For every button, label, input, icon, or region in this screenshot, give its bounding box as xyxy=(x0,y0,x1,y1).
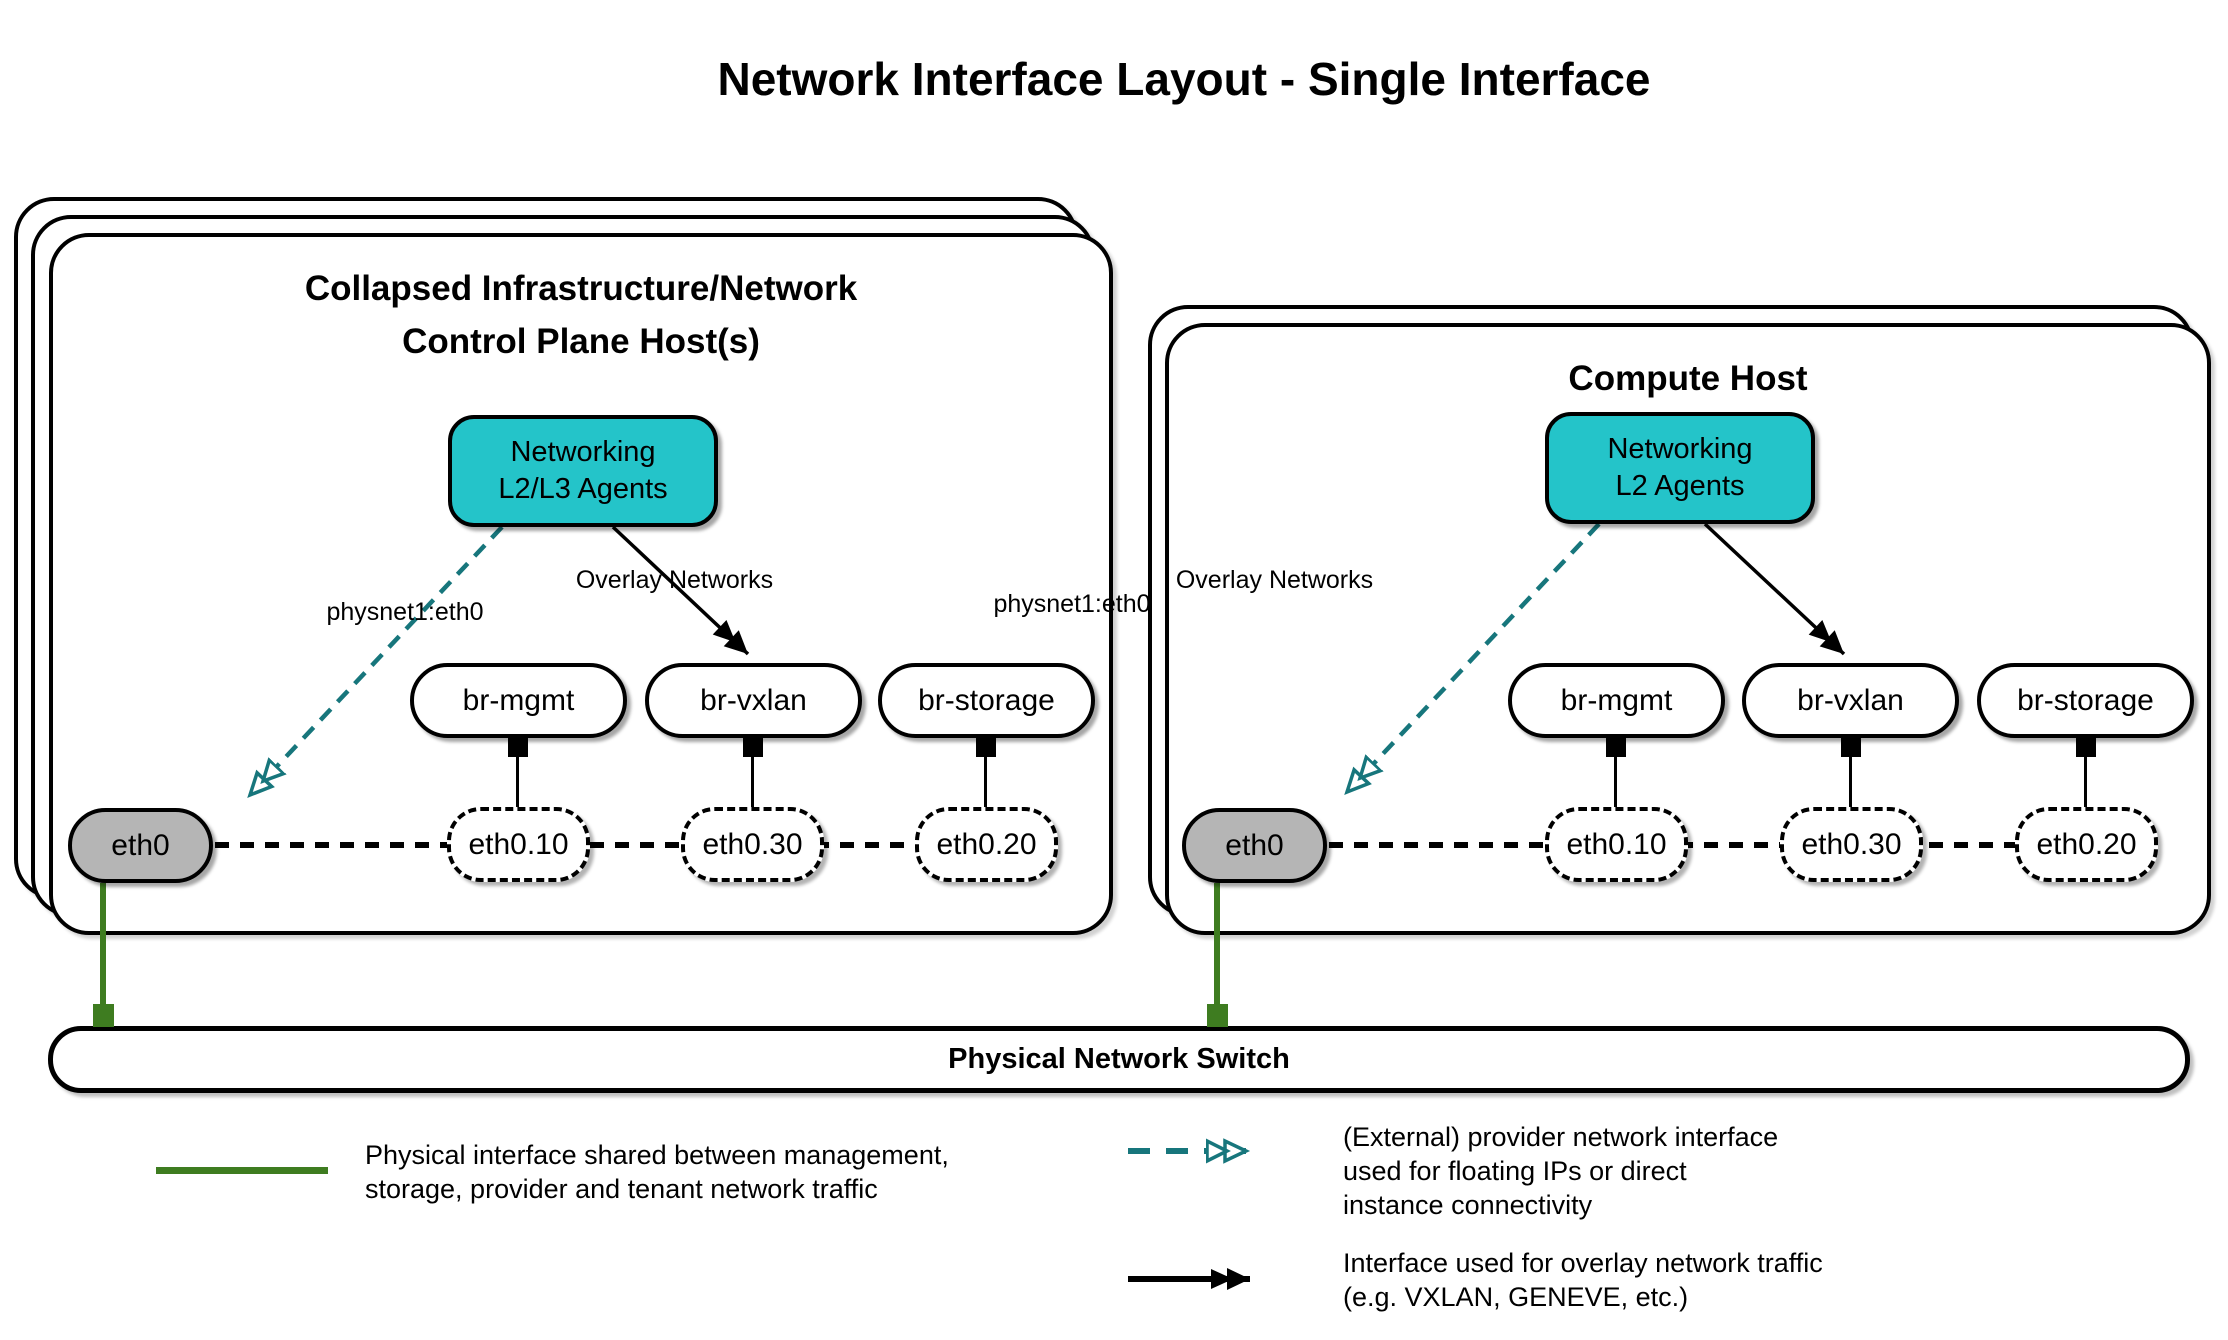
legend-item-physical-interface: Physical interface shared between manage… xyxy=(365,1138,949,1206)
bridge-pill-br-mgmt-left: br-mgmt xyxy=(410,663,627,738)
vlan-pill-eth0-20-right: eth0.20 xyxy=(2015,807,2158,882)
bridge-vlan-link xyxy=(1849,757,1852,809)
compute-host-title-line1: Compute Host xyxy=(1568,359,1808,398)
physical-uplink-line-right xyxy=(1214,883,1220,1005)
bridge-pill-br-mgmt-right: br-mgmt xyxy=(1508,663,1725,738)
bridge-connector-square xyxy=(2076,738,2096,757)
bridge-pill-br-vxlan-left: br-vxlan xyxy=(645,663,862,738)
page-title: Network Interface Layout - Single Interf… xyxy=(717,53,1651,105)
provider-arrow-label-left: physnet1:eth0 xyxy=(326,598,484,626)
compute-host-title: Compute Host xyxy=(1165,352,2211,405)
vlan-pill-eth0-30-right: eth0.30 xyxy=(1780,807,1923,882)
networking-agents-left-line1: Networking xyxy=(510,436,656,468)
legend-item-overlay-network: Interface used for overlay network traff… xyxy=(1343,1246,1823,1314)
bridge-pill-br-storage-right: br-storage xyxy=(1977,663,2194,738)
bridge-connector-square xyxy=(1606,738,1626,757)
bridge-connector-square xyxy=(508,738,528,757)
physical-interface-pill-eth0-left: eth0 xyxy=(68,808,213,883)
vlan-pill-eth0-20-left: eth0.20 xyxy=(915,807,1058,882)
control-plane-host-title-line2: Control Plane Host(s) xyxy=(402,322,760,361)
bridge-connector-square xyxy=(976,738,996,757)
networking-agents-right-line2: L2 Agents xyxy=(1615,470,1745,502)
bridge-vlan-link xyxy=(1614,757,1617,809)
legend-provider-line3: instance connectivity xyxy=(1343,1190,1593,1220)
legend-green-line-swatch xyxy=(156,1167,328,1174)
overlay-arrow-label-right: Overlay Networks xyxy=(1175,566,1374,594)
physical-network-switch-bar: Physical Network Switch xyxy=(48,1026,2190,1093)
control-plane-host-title-line1: Collapsed Infrastructure/Network xyxy=(304,269,858,308)
legend-physical-line2: storage, provider and tenant network tra… xyxy=(365,1174,878,1204)
legend-overlay-line1: Interface used for overlay network traff… xyxy=(1343,1248,1823,1278)
bridge-connector-square xyxy=(1841,738,1861,757)
uplink-connector-square-right xyxy=(1207,1004,1228,1027)
bridge-pill-br-storage-left: br-storage xyxy=(878,663,1095,738)
uplink-connector-square-left xyxy=(93,1004,114,1027)
provider-arrow-label-right: physnet1:eth0 xyxy=(993,590,1151,618)
bridge-connector-square xyxy=(743,738,763,757)
legend-item-provider-network: (External) provider network interface us… xyxy=(1343,1120,1778,1222)
bridge-vlan-link xyxy=(984,757,987,809)
networking-agents-right-line1: Networking xyxy=(1607,433,1753,465)
bridge-vlan-link xyxy=(2084,757,2087,809)
control-plane-host-title: Collapsed Infrastructure/Network Control… xyxy=(49,262,1113,368)
networking-agents-box-left: Networking L2/L3 Agents xyxy=(448,415,718,527)
bridge-vlan-link xyxy=(751,757,754,809)
bridge-pill-br-vxlan-right: br-vxlan xyxy=(1742,663,1959,738)
legend-provider-line2: used for floating IPs or direct xyxy=(1343,1156,1687,1186)
vlan-pill-eth0-10-left: eth0.10 xyxy=(447,807,590,882)
physical-uplink-line-left xyxy=(100,883,106,1005)
vlan-pill-eth0-10-right: eth0.10 xyxy=(1545,807,1688,882)
overlay-arrow-label-left: Overlay Networks xyxy=(575,566,774,594)
networking-agents-left-line2: L2/L3 Agents xyxy=(498,473,668,505)
vlan-pill-eth0-30-left: eth0.30 xyxy=(681,807,824,882)
bridge-vlan-link xyxy=(516,757,519,809)
legend-provider-line1: (External) provider network interface xyxy=(1343,1122,1779,1152)
legend-overlay-line2: (e.g. VXLAN, GENEVE, etc.) xyxy=(1343,1282,1689,1312)
networking-agents-box-right: Networking L2 Agents xyxy=(1545,412,1815,524)
legend-physical-line1: Physical interface shared between manage… xyxy=(365,1140,949,1170)
physical-interface-pill-eth0-right: eth0 xyxy=(1182,808,1327,883)
